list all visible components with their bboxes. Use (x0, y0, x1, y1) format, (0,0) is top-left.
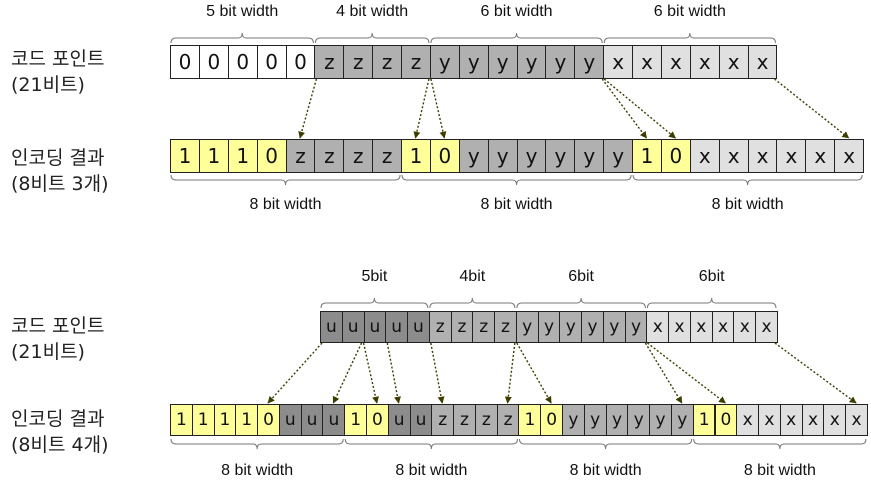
s2-encoding-title: 인코딩 결과 (11, 408, 105, 430)
group-brace (170, 32, 314, 44)
s1enc-bit-cell: x (689, 139, 720, 173)
s2-encoding-bytes: (8비트 4개) (11, 434, 109, 456)
s2-encoding-label: 인코딩 결과 (8비트 4개) (11, 406, 108, 458)
group-brace (632, 174, 863, 186)
s1code-bit-cell: 0 (170, 45, 200, 79)
s1enc-bit-cell: 1 (170, 139, 200, 173)
group-brace (314, 32, 430, 44)
mapping-arrow (504, 342, 516, 404)
group-brace (344, 438, 518, 450)
mapping-arrow (646, 342, 726, 404)
s2-code-point-title: 코드 포인트 (11, 315, 105, 337)
s1-encoding-label: 인코딩 결과 (8비트 3개) (11, 145, 108, 197)
s2-code-group-label: 6bit (698, 268, 725, 285)
s2code-bit-cell: x (755, 311, 778, 343)
mapping-arrow (386, 342, 401, 404)
mapping-arrow (644, 342, 683, 404)
s1-code-point-label: 코드 포인트 (21비트) (11, 46, 104, 98)
group-brace (603, 32, 776, 44)
s1enc-bit-cell: x (747, 139, 778, 173)
mapping-arrow (603, 78, 676, 139)
s2enc-bit-cell: y (562, 404, 585, 436)
s1enc-bit-cell: 0 (429, 139, 460, 173)
group-brace (170, 174, 401, 186)
s1-encoding-title: 인코딩 결과 (11, 147, 105, 169)
s1-encoding-bytes: (8비트 3개) (11, 173, 109, 195)
s1-enc-group-label: 8 bit width (249, 196, 322, 213)
s2-enc-group-label: 8 bit width (743, 462, 816, 479)
s2-code-point-label: 코드 포인트 (21비트) (11, 313, 104, 365)
s1code-bit-cell: y (487, 45, 518, 79)
s2enc-bit-cell: 0 (257, 404, 280, 436)
s1enc-bit-cell: z (314, 139, 345, 173)
s1enc-bit-cell: 1 (401, 139, 431, 173)
mapping-arrow (601, 78, 648, 139)
group-brace (518, 438, 693, 450)
s2code-bit-cell: z (472, 311, 496, 343)
mapping-arrow (413, 78, 430, 139)
group-brace (646, 297, 777, 309)
s2-enc-group-label: 8 bit width (221, 462, 294, 479)
s1enc-bit-cell: z (343, 139, 374, 173)
mapping-arrow (516, 342, 552, 404)
s1enc-bit-cell: 1 (227, 139, 258, 173)
s1code-bit-cell: y (516, 45, 547, 79)
s2enc-bit-cell: x (845, 404, 868, 436)
s1-code-point-bits: (21비트) (11, 74, 85, 96)
group-brace (516, 297, 646, 309)
mapping-arrow (430, 78, 447, 139)
s1enc-bit-cell: 0 (660, 139, 691, 173)
group-brace (401, 174, 632, 186)
s1enc-bit-cell: x (776, 139, 807, 173)
s1-enc-group-label: 8 bit width (711, 196, 784, 213)
s1code-bit-cell: z (401, 45, 431, 79)
s1code-bit-cell: x (689, 45, 720, 79)
s2-enc-group-label: 8 bit width (395, 462, 468, 479)
s1enc-bit-cell: z (372, 139, 403, 173)
s2enc-bit-cell: x (801, 404, 825, 436)
s1enc-bit-cell: y (458, 139, 489, 173)
mapping-arrow (774, 342, 857, 404)
s1-code-group-label: 5 bit width (206, 3, 279, 20)
mapping-arrow (362, 342, 379, 404)
s1enc-bit-cell: 0 (256, 139, 287, 173)
s1enc-bit-cell: y (574, 139, 605, 173)
group-brace (693, 438, 867, 450)
s1-enc-group-label: 8 bit width (480, 196, 553, 213)
s1enc-bit-cell: 1 (198, 139, 229, 173)
s1enc-bit-cell: x (834, 139, 865, 173)
s1enc-bit-cell: x (805, 139, 836, 173)
group-brace (170, 438, 344, 450)
s2code-bit-cell: x (711, 311, 735, 343)
group-brace (320, 297, 429, 309)
s1code-bit-cell: 0 (256, 45, 287, 79)
s1enc-bit-cell: 1 (632, 139, 662, 173)
s1enc-bit-cell: y (487, 139, 518, 173)
s2-code-point-bits: (21비트) (11, 341, 85, 363)
s2-code-group-label: 4bit (459, 268, 486, 285)
s1code-bit-cell: z (343, 45, 374, 79)
s2code-bit-cell: y (559, 311, 583, 343)
s2code-bit-cell: u (363, 311, 387, 343)
s1enc-bit-cell: z (285, 139, 316, 173)
s1-code-group-label: 4 bit width (336, 3, 409, 20)
s2-code-group-label: 5bit (361, 268, 388, 285)
s2-code-group-label: 6bit (568, 268, 594, 285)
s1-code-group-label: 6 bit width (653, 3, 726, 20)
group-brace (429, 297, 516, 309)
s1enc-bit-cell: x (718, 139, 749, 173)
s1code-bit-cell: x (747, 45, 778, 79)
mapping-arrow (332, 342, 363, 404)
s1-code-point-title: 코드 포인트 (11, 48, 105, 70)
s1-code-group-label: 6 bit width (480, 3, 553, 20)
mapping-arrow (774, 78, 850, 139)
s2-enc-group-label: 8 bit width (569, 462, 642, 479)
mapping-arrow (298, 78, 318, 139)
mapping-arrow (267, 342, 323, 404)
mapping-arrow (430, 342, 445, 404)
group-brace (430, 32, 603, 44)
